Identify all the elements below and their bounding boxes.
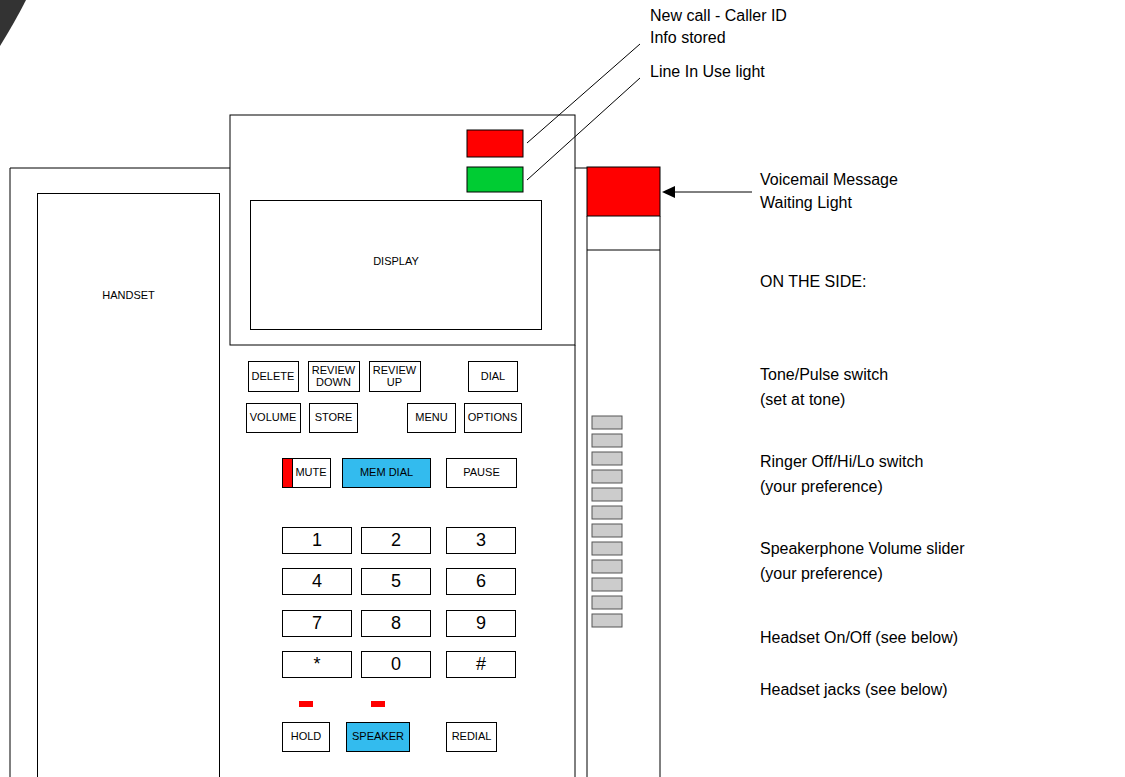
phone-body-outline (575, 345, 576, 777)
keypad-key: 9 (446, 610, 516, 637)
function-button: DELETE (248, 361, 299, 392)
button-label: REVIEW DOWN (311, 365, 357, 388)
function-button: REVIEW UP (369, 361, 421, 392)
side-feature-note: Headset On/Off (see below) (760, 628, 958, 648)
side-feature-note: Tone/Pulse switch (760, 365, 888, 385)
key-label: 1 (312, 531, 322, 550)
button-label: HOLD (291, 731, 322, 743)
speaker-indicator (371, 701, 385, 707)
caller-id-light (467, 130, 523, 157)
leader-line (672, 192, 752, 193)
keypad-key: 7 (282, 610, 352, 637)
voicemail-light (587, 167, 660, 216)
function-button: STORE (309, 403, 358, 433)
button-label: MENU (415, 412, 447, 424)
button-label: DIAL (481, 371, 505, 383)
keypad-key: 0 (361, 651, 431, 678)
function-button: REVIEW DOWN (308, 361, 360, 392)
side-feature-note: Ringer Off/Hi/Lo switch (760, 452, 923, 472)
side-feature-note: (your preference) (760, 477, 883, 497)
side-feature-note: (your preference) (760, 564, 883, 584)
key-label: 0 (391, 655, 401, 674)
button-label: HANDSET (102, 290, 155, 302)
button-label: VOLUME (250, 412, 296, 424)
display-screen: DISPLAY (250, 200, 542, 330)
function-button: HOLD (282, 722, 330, 752)
callout-text: Waiting Light (760, 193, 852, 213)
mute-indicator (283, 459, 293, 487)
button-label: REVIEW UP (372, 365, 418, 388)
button-label: MUTE (295, 467, 326, 479)
leader-line (527, 78, 640, 180)
button-label: REDIAL (452, 731, 492, 743)
callout-text: Line In Use light (650, 62, 765, 82)
button-label: DISPLAY (373, 256, 419, 268)
button-label: SPEAKER (352, 731, 404, 743)
keypad-key: 5 (361, 568, 431, 595)
handset-cord (0, 0, 26, 46)
keypad-key: # (446, 651, 516, 678)
function-button: PAUSE (446, 458, 517, 488)
key-label: 6 (476, 572, 486, 591)
line-keys (592, 416, 622, 627)
highlighted-button: MEM DIAL (342, 458, 431, 488)
callout-text: Voicemail Message (760, 170, 898, 190)
handset: HANDSET (37, 193, 220, 777)
display-panel (230, 115, 575, 345)
arrowhead (662, 186, 675, 198)
key-label: 3 (476, 531, 486, 550)
side-column (587, 216, 588, 777)
key-label: 4 (312, 572, 322, 591)
button-label: DELETE (252, 371, 295, 383)
key-label: * (313, 655, 320, 674)
callout-text: Info stored (650, 28, 726, 48)
key-label: 8 (391, 614, 401, 633)
keypad-key: 4 (282, 568, 352, 595)
keypad-key: 2 (361, 527, 431, 554)
callout-text: New call - Caller ID (650, 6, 787, 26)
highlighted-button: SPEAKER (346, 722, 410, 752)
keypad-key: 6 (446, 568, 516, 595)
side-feature-note: Headset jacks (see below) (760, 680, 948, 700)
key-label: 5 (391, 572, 401, 591)
function-button: OPTIONS (464, 403, 522, 433)
function-button: MENU (407, 403, 456, 433)
function-button: VOLUME (246, 403, 301, 433)
phone-body-outline (575, 168, 587, 169)
keypad-key: 3 (446, 527, 516, 554)
side-feature-note: (set at tone) (760, 390, 845, 410)
hold-indicator (299, 701, 313, 707)
button-label: OPTIONS (468, 412, 518, 424)
function-button: DIAL (468, 361, 518, 392)
button-label: MEM DIAL (360, 467, 413, 479)
button-label: PAUSE (463, 467, 499, 479)
side-column (587, 250, 660, 251)
key-label: 7 (312, 614, 322, 633)
function-button: REDIAL (446, 722, 497, 752)
side-feature-note: ON THE SIDE: (760, 272, 866, 292)
key-label: # (476, 655, 486, 674)
keypad-key: 8 (361, 610, 431, 637)
line-in-use-light (467, 167, 523, 192)
key-label: 2 (391, 531, 401, 550)
mute-button: MUTE (282, 458, 331, 488)
side-column (660, 216, 661, 777)
keypad-key: * (282, 651, 352, 678)
side-feature-note: Speakerphone Volume slider (760, 539, 965, 559)
keypad-key: 1 (282, 527, 352, 554)
button-label: STORE (315, 412, 353, 424)
key-label: 9 (476, 614, 486, 633)
